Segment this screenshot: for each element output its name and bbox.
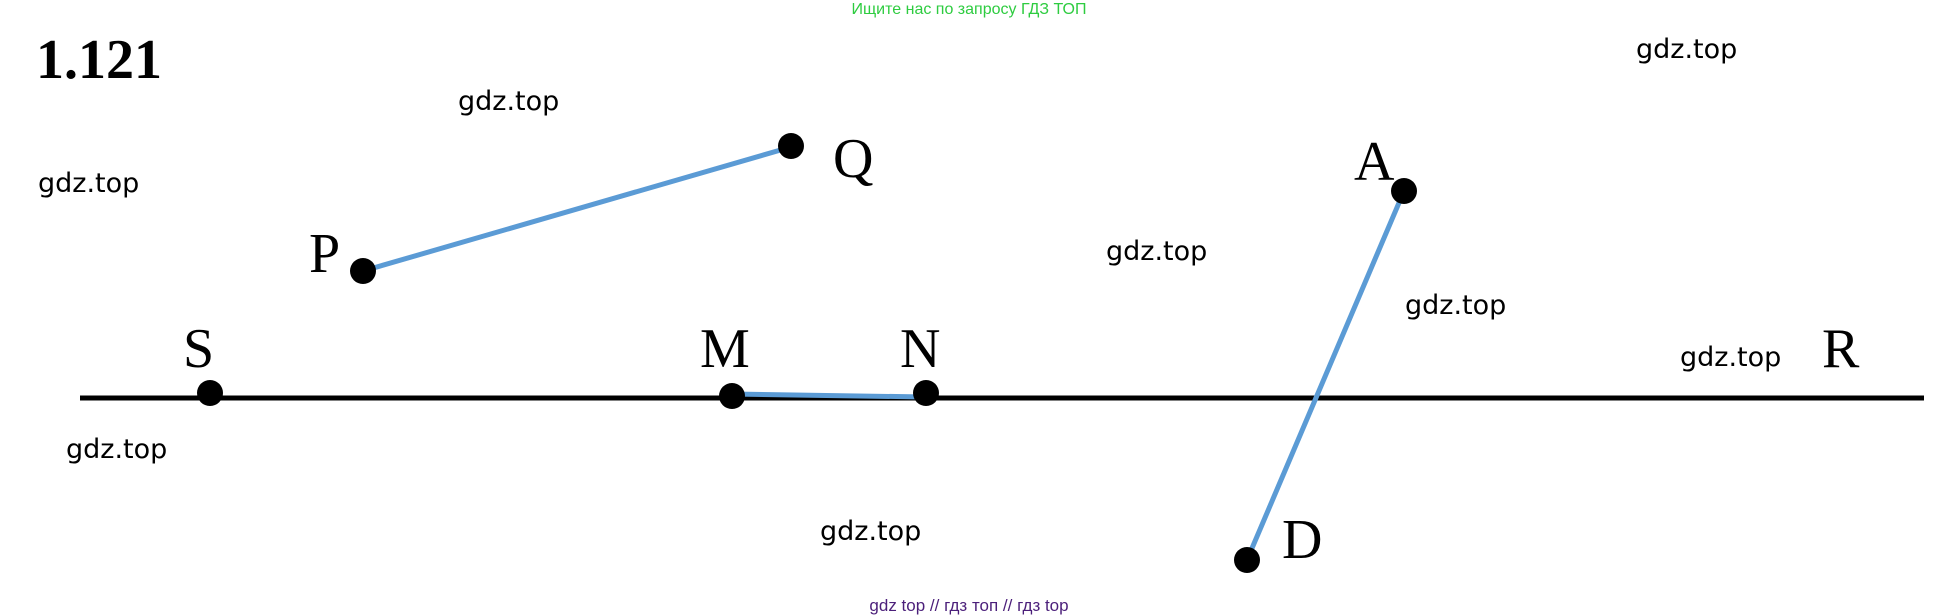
watermark: gdz.top bbox=[820, 516, 922, 547]
point-m bbox=[719, 383, 745, 409]
label-m: M bbox=[700, 318, 750, 380]
label-s: S bbox=[183, 318, 214, 380]
footer-links: gdz top // гдз топ // гдз top bbox=[869, 596, 1069, 615]
point-n bbox=[913, 380, 939, 406]
label-n: N bbox=[900, 318, 940, 380]
point-q bbox=[778, 133, 804, 159]
label-p: P bbox=[309, 223, 340, 285]
point-a bbox=[1391, 178, 1417, 204]
watermark: gdz.top bbox=[1106, 236, 1208, 267]
segment-ad bbox=[1244, 190, 1407, 561]
watermark: gdz.top bbox=[1636, 34, 1738, 65]
problem-number: 1.121 bbox=[36, 29, 162, 91]
watermark: gdz.top bbox=[1405, 290, 1507, 321]
segment-mn bbox=[731, 391, 927, 400]
point-d bbox=[1234, 547, 1260, 573]
watermark: gdz.top bbox=[1680, 342, 1782, 373]
label-a: A bbox=[1354, 131, 1395, 193]
watermark: gdz.top bbox=[38, 168, 140, 199]
watermark: gdz.top bbox=[66, 434, 168, 465]
label-r: R bbox=[1822, 318, 1860, 380]
watermark: gdz.top bbox=[458, 86, 560, 117]
top-banner: Ищите нас по запросу ГДЗ ТОП bbox=[851, 1, 1087, 18]
segment-pq bbox=[362, 144, 792, 274]
point-s bbox=[197, 380, 223, 406]
point-p bbox=[350, 258, 376, 284]
label-q: Q bbox=[833, 128, 873, 190]
label-d: D bbox=[1282, 509, 1322, 571]
